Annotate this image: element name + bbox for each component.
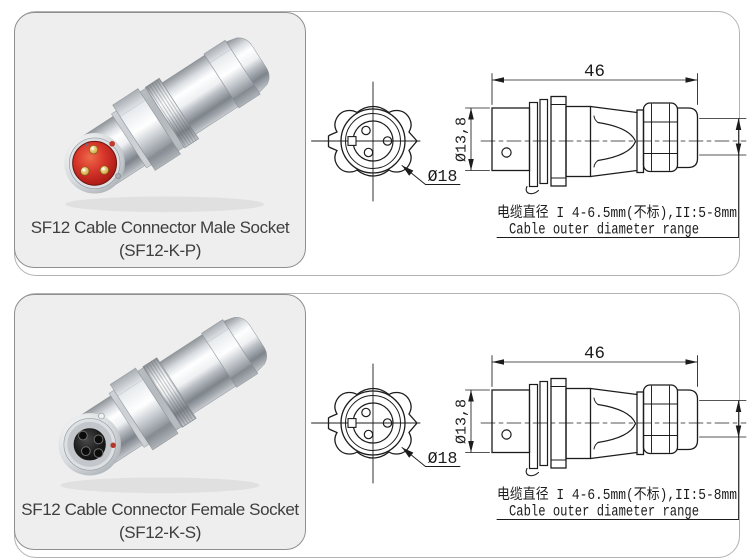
length-dimension-label: 46 bbox=[584, 344, 605, 364]
body-diameter-label: Ø13,8 bbox=[453, 399, 470, 444]
product-code: (SF12-K-S) bbox=[119, 523, 201, 542]
polarity-dot bbox=[109, 140, 115, 147]
cable-note-en: Cable outer diameter range bbox=[509, 503, 699, 521]
length-dimension-label: 46 bbox=[584, 62, 605, 82]
body-diameter-label: Ø13,8 bbox=[453, 117, 470, 162]
contact-holes bbox=[78, 430, 104, 458]
connector-body bbox=[73, 316, 267, 470]
front-diameter-label: Ø18 bbox=[428, 167, 458, 186]
technical-drawing-male: Ø18 46 Ø13,8 电缆直径 I 4-6.5mm(不标),II:5-8mm… bbox=[310, 62, 747, 239]
polarity-dot bbox=[110, 442, 116, 449]
connector-photo-female bbox=[58, 316, 267, 494]
cable-note-cn: 电缆直径 I 4-6.5mm(不标),II:5-8mm bbox=[497, 486, 737, 504]
rim-screw bbox=[98, 412, 105, 420]
connector-face-male bbox=[64, 133, 125, 194]
connector-photo-male bbox=[64, 37, 270, 213]
product-card-female: SF12 Cable Connector Female Socket (SF12… bbox=[14, 294, 306, 550]
product-card-male: SF12 Cable Connector Male Socket (SF12-K… bbox=[14, 12, 306, 268]
contact-pins bbox=[80, 145, 109, 176]
rim-screw bbox=[115, 173, 121, 179]
cable-note-cn: 电缆直径 I 4-6.5mm(不标),II:5-8mm bbox=[497, 204, 737, 222]
row-female-socket: SF12 Cable Connector Female Socket (SF12… bbox=[0, 282, 750, 560]
product-caption: SF12 Cable Connector Female Socket (SF12… bbox=[15, 498, 305, 544]
row-male-socket: SF12 Cable Connector Male Socket (SF12-K… bbox=[0, 0, 750, 278]
product-title: SF12 Cable Connector Male Socket bbox=[30, 218, 290, 237]
connector-body bbox=[78, 37, 270, 189]
cable-note-en: Cable outer diameter range bbox=[509, 221, 699, 239]
photo-shadow bbox=[60, 477, 260, 494]
front-diameter-label: Ø18 bbox=[428, 449, 458, 468]
product-code: (SF12-K-P) bbox=[119, 241, 201, 260]
product-title: SF12 Cable Connector Female Socket bbox=[21, 500, 299, 519]
connector-face-female bbox=[58, 412, 121, 476]
photo-shadow bbox=[65, 196, 265, 213]
product-caption: SF12 Cable Connector Male Socket (SF12-K… bbox=[15, 216, 305, 262]
technical-drawing-female: Ø18 46 Ø13,8 电缆直径 I 4-6.5mm(不标),II:5-8mm… bbox=[310, 344, 747, 521]
